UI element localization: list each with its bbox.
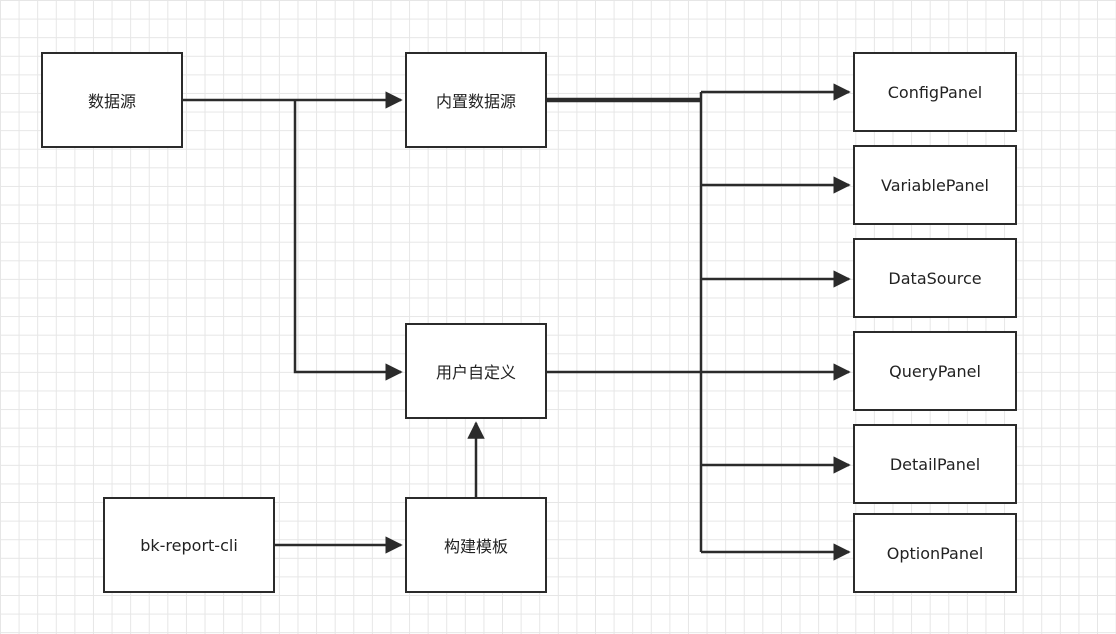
node-variable-panel: VariablePanel (853, 145, 1017, 225)
node-label: DetailPanel (889, 454, 981, 474)
node-build-template: 构建模板 (405, 497, 547, 593)
node-label: 构建模板 (443, 537, 508, 556)
node-label: bk-report-cli (140, 535, 238, 555)
node-label: ConfigPanel (887, 82, 983, 102)
node-label: VariablePanel (881, 175, 989, 195)
node-option-panel: OptionPanel (853, 513, 1017, 593)
node-user-custom: 用户自定义 (405, 323, 547, 419)
node-label: 用户自定义 (435, 363, 516, 382)
node-label: 内置数据源 (435, 92, 516, 111)
node-data-source: 数据源 (41, 52, 183, 148)
node-config-panel: ConfigPanel (853, 52, 1017, 132)
node-detail-panel: DetailPanel (853, 424, 1017, 504)
node-builtin-data-source: 内置数据源 (405, 52, 547, 148)
node-label: DataSource (888, 268, 982, 288)
node-label: QueryPanel (889, 361, 981, 381)
node-bk-report-cli: bk-report-cli (103, 497, 275, 593)
node-datasource: DataSource (853, 238, 1017, 318)
edge-source-to-custom (293, 100, 403, 381)
node-label: 数据源 (87, 92, 136, 111)
node-label: OptionPanel (886, 543, 984, 563)
node-query-panel: QueryPanel (853, 331, 1017, 411)
